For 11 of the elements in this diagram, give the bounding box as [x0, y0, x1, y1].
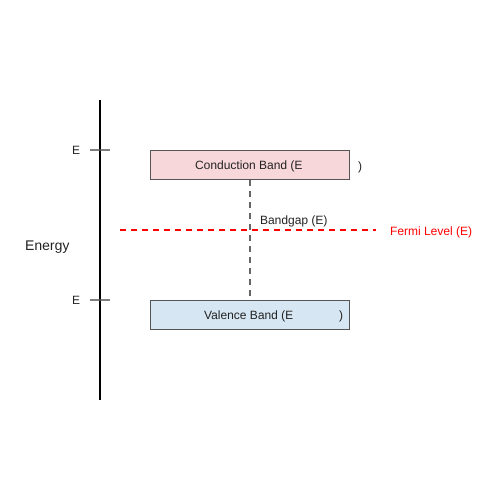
edge-label: Bandgap (E): [258, 213, 330, 227]
band-label: ): [358, 159, 362, 173]
band-label: Valence Band (E: [204, 308, 294, 322]
line-label: Fermi Level (E): [390, 224, 472, 239]
axis-label: Energy: [25, 237, 70, 254]
band-box: [150, 300, 350, 330]
band-box: [150, 150, 350, 180]
band-label: ): [339, 308, 343, 322]
band-label: Conduction Band (E: [195, 158, 302, 172]
tick-label: E: [72, 293, 80, 308]
tick-label: E: [72, 143, 80, 158]
